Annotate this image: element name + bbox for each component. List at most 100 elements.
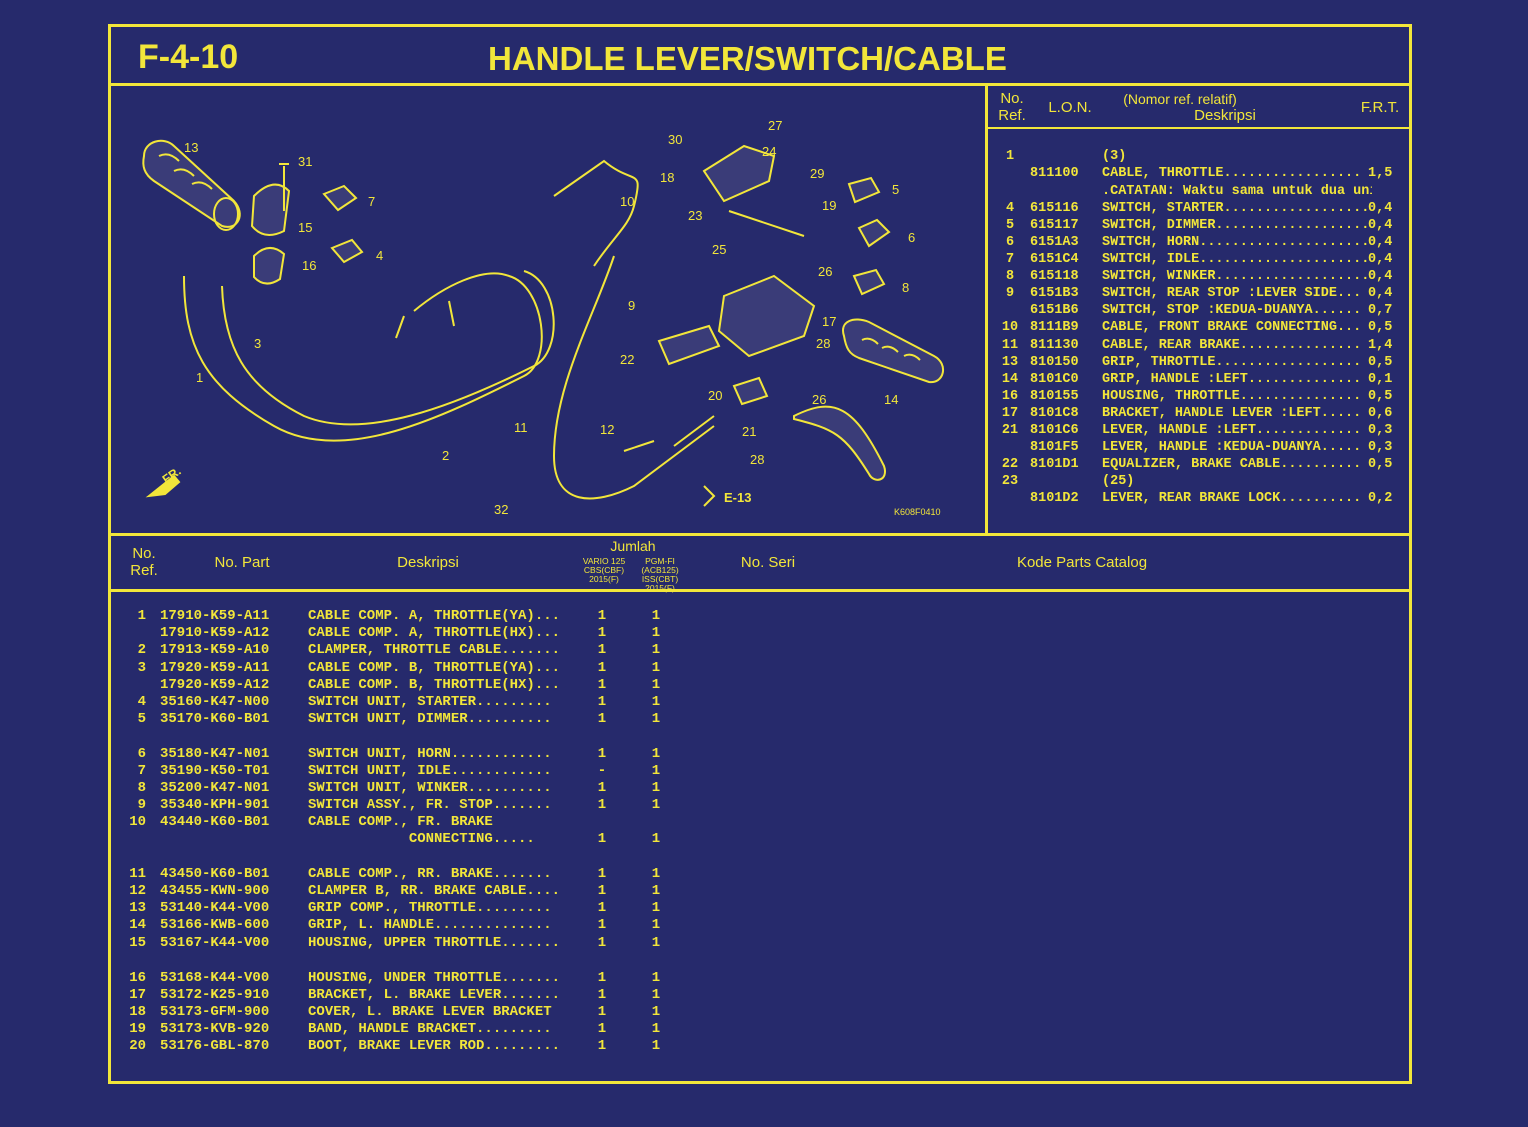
right-table-row: 8101F5 LEVER, HANDLE :KEDUA-DUANYA..... 0,…	[996, 439, 1400, 456]
right-row-ref: 1	[1005, 149, 1015, 164]
right-table-row: 10 8111B9 CABLE, FRONT BRAKE CONNECTING...…	[996, 319, 1400, 336]
callout-number: 1	[196, 370, 203, 385]
callout-number: 28	[750, 452, 764, 467]
parts-row-ref: 10	[129, 814, 146, 830]
parts-header-col-b: PGM-FI (ACB125) ISS(CBT) 2015(F)	[641, 556, 679, 593]
right-table-row: 23(25)	[996, 473, 1400, 490]
parts-row-part: 35160-K47-N00	[160, 694, 270, 710]
parts-row-part: 43455-KWN-900	[160, 883, 270, 899]
parts-row-ref: 1	[137, 608, 146, 624]
diagram-code: K608F0410	[894, 507, 941, 517]
parts-header-no-part: No. Part	[214, 554, 270, 571]
right-row-desc: GRIP, THROTTLE..................	[1102, 355, 1362, 370]
parts-row-qty-a: 1	[597, 625, 607, 641]
callout-number: 31	[298, 154, 312, 169]
parts-row-qty-a: 1	[597, 746, 607, 762]
sheet-title: HANDLE LEVER/SWITCH/CABLE	[488, 40, 1007, 77]
right-row-frt: 0,4	[1368, 235, 1393, 250]
callout-number: 22	[620, 352, 634, 367]
parts-row-qty-a: 1	[597, 694, 607, 710]
rear-brake-cable-drawing	[552, 159, 715, 500]
right-row-lon: 6151C4	[1030, 252, 1079, 267]
right-row-desc: LEVER, HANDLE :KEDUA-DUANYA.....	[1102, 440, 1362, 455]
right-row-ref: 14	[1001, 372, 1019, 387]
parts-row-qty-b: 1	[651, 660, 661, 676]
parts-row-part: 53168-K44-V00	[160, 970, 270, 986]
parts-row-qty-b: 1	[651, 883, 661, 899]
parts-row-part: 53166-KWB-600	[160, 917, 270, 933]
parts-row-qty-b: 1	[651, 1021, 661, 1037]
parts-row-desc: BOOT, BRAKE LEVER ROD.........	[308, 1038, 561, 1054]
parts-row-part: 53173-KVB-920	[160, 1021, 270, 1037]
left-grip-drawing	[842, 318, 944, 384]
parts-row-qty-a: -	[597, 763, 607, 779]
parts-row-ref: 12	[129, 883, 146, 899]
sheet-code: F-4-10	[138, 38, 239, 76]
parts-row-qty-a: 1	[597, 1021, 607, 1037]
parts-row-qty-a: 1	[597, 900, 607, 916]
right-row-lon: 8101C8	[1030, 406, 1079, 421]
right-table-row: 14 8101C0 GRIP, HANDLE :LEFT..............…	[996, 371, 1400, 388]
callout-number: 29	[810, 166, 824, 181]
right-row-ref: 5	[1005, 218, 1015, 233]
parts-row-qty-b: 1	[651, 625, 661, 641]
right-row-lon: 6151B3	[1030, 286, 1079, 301]
parts-row-qty-b: 1	[651, 763, 661, 779]
front-arrow-icon	[145, 474, 181, 498]
right-row-frt: 0,5	[1368, 355, 1393, 370]
right-row-ref: 10	[1001, 320, 1019, 335]
right-table-divider	[985, 83, 988, 535]
parts-row-part: 53176-GBL-870	[160, 1038, 270, 1054]
right-row-desc: CABLE, REAR BRAKE...............	[1102, 338, 1362, 353]
right-row-frt: 0,4	[1368, 269, 1393, 284]
right-row-desc: (25)	[1102, 474, 1135, 489]
parts-row-ref: 8	[137, 780, 146, 796]
throttle-cables-drawing	[183, 270, 555, 442]
callout-number: 3	[254, 336, 261, 351]
callout-number: 30	[668, 132, 682, 147]
parts-row-part: 35340-KPH-901	[160, 797, 270, 813]
right-row-lon: 8101C0	[1030, 372, 1079, 387]
parts-row-qty-a: 1	[597, 935, 607, 951]
right-row-lon: 8111B9	[1030, 320, 1079, 335]
parts-row-ref: 16	[129, 970, 146, 986]
right-row-frt: 0,3	[1368, 440, 1393, 455]
callout-number: 2	[442, 448, 449, 463]
parts-row-desc: HOUSING, UNDER THROTTLE.......	[308, 970, 561, 986]
right-row-frt: 0,5	[1368, 457, 1393, 472]
parts-header-no-seri: No. Seri	[740, 554, 796, 571]
right-row-lon: 8101D2	[1030, 491, 1079, 506]
parts-row-desc: CABLE COMP. B, THROTTLE(YA)...	[308, 660, 561, 676]
callout-number: 12	[600, 422, 614, 437]
parts-row-qty-b: 1	[651, 642, 661, 658]
right-row-desc: CABLE, FRONT BRAKE CONNECTING...	[1102, 320, 1362, 335]
right-row-lon: 811100	[1030, 166, 1079, 181]
right-row-frt: 0,4	[1368, 252, 1393, 267]
parts-row-qty-a: 1	[597, 831, 607, 847]
callout-number: 7	[368, 194, 375, 209]
right-table-row: .CATATAN: Waktu sama untuk dua unit	[996, 183, 1400, 200]
right-row-desc: GRIP, HANDLE :LEFT..............	[1102, 372, 1362, 387]
e13-reference: E-13	[724, 490, 751, 505]
right-row-ref: 17	[1001, 406, 1019, 421]
housing-drawing	[250, 163, 291, 285]
right-row-frt: 0,3	[1368, 423, 1393, 438]
parts-row-desc: SWITCH UNIT, IDLE............	[308, 763, 552, 779]
parts-row-part: 17910-K59-A11	[160, 608, 270, 624]
parts-row-qty-b: 1	[651, 831, 661, 847]
parts-row-qty-b: 1	[651, 866, 661, 882]
right-row-desc: LEVER, REAR BRAKE LOCK..........	[1102, 491, 1362, 506]
parts-row-qty-a: 1	[597, 866, 607, 882]
parts-row-ref: 2	[137, 642, 146, 658]
parts-row-ref: 19	[129, 1021, 146, 1037]
right-row-lon: 8101F5	[1030, 440, 1079, 455]
right-row-lon: 615118	[1030, 269, 1079, 284]
throttle-grip-drawing	[142, 139, 241, 231]
callout-number: 28	[816, 336, 830, 351]
right-row-ref: 4	[1005, 201, 1015, 216]
right-row-frt: 0,1	[1368, 372, 1393, 387]
